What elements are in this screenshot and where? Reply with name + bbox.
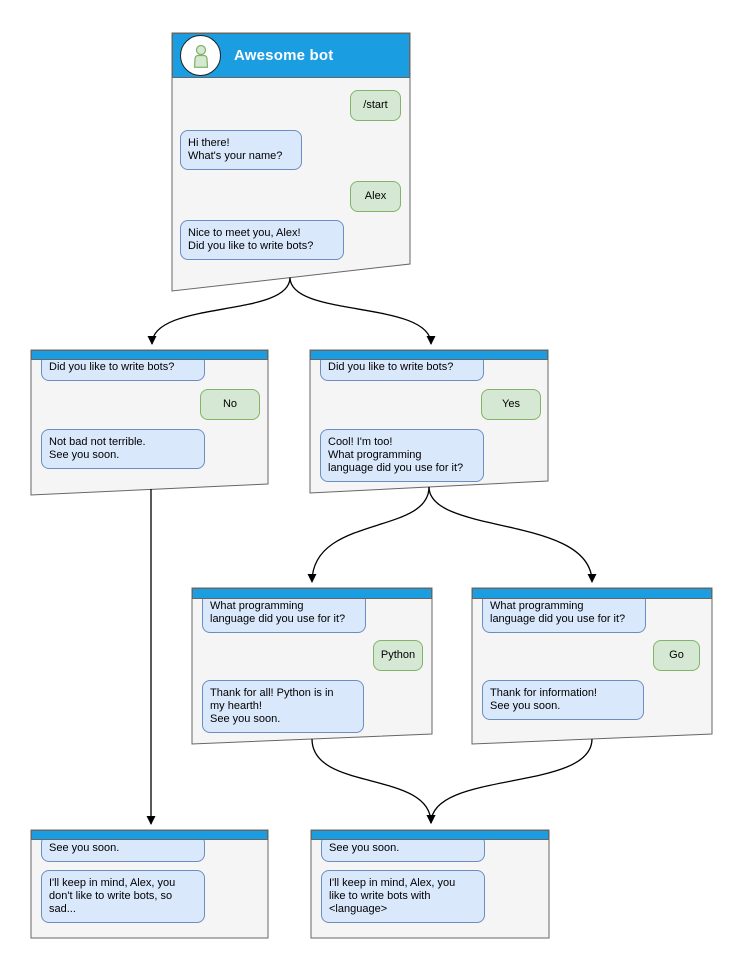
- connector-yes-to-go: [428, 486, 597, 583]
- bot-message-bubble: What programming language did you use fo…: [482, 593, 646, 633]
- connector-start-to-yes: [289, 277, 436, 345]
- user-message-bubble: Alex: [350, 181, 401, 212]
- chat-window-header: [472, 588, 712, 599]
- chat-window-header: [311, 830, 549, 840]
- chat-window-branch-yes: Did you like to write bots? Yes Cool! I'…: [310, 350, 548, 493]
- bot-message-bubble: Not bad not terrible. See you soon.: [41, 429, 205, 469]
- bot-message-bubble: Cool! I'm too! What programming language…: [320, 429, 484, 482]
- chat-window-header: [31, 830, 268, 840]
- user-message-bubble: /start: [350, 90, 401, 121]
- chat-window-header: [31, 350, 268, 360]
- chat-window-branch-python: What programming language did you use fo…: [192, 588, 432, 744]
- bot-avatar-icon: [180, 35, 221, 76]
- bot-message-bubble: Thank for information! See you soon.: [482, 680, 644, 720]
- window-title: Awesome bot: [234, 47, 334, 64]
- chat-window-end-no: See you soon. I'll keep in mind, Alex, y…: [31, 830, 268, 938]
- connector-python-to-end: [311, 738, 436, 824]
- user-message-bubble: No: [200, 389, 260, 420]
- connector-go-to-end: [426, 738, 593, 824]
- bot-message-bubble: What programming language did you use fo…: [202, 593, 366, 633]
- chat-window-header: [310, 350, 548, 360]
- chat-window-branch-go: What programming language did you use fo…: [472, 588, 712, 744]
- chat-window-start: Awesome bot /start Hi there! What's your…: [172, 33, 410, 291]
- user-message-bubble: Python: [373, 640, 423, 671]
- chat-window-header: [192, 588, 432, 599]
- chat-window-end-language: See you soon. I'll keep in mind, Alex, y…: [311, 830, 549, 938]
- bot-message-bubble: Hi there! What's your name?: [180, 130, 302, 170]
- chat-window-branch-no: Did you like to write bots? No Not bad n…: [31, 350, 268, 495]
- bot-message-bubble: Thank for all! Python is in my hearth! S…: [202, 680, 364, 733]
- bot-message-bubble: I'll keep in mind, Alex, you like to wri…: [321, 870, 485, 923]
- user-message-bubble: Go: [653, 640, 700, 671]
- user-message-bubble: Yes: [481, 389, 541, 420]
- connector-yes-to-python: [307, 486, 430, 583]
- chat-window-header: Awesome bot: [172, 33, 410, 78]
- bot-message-bubble: I'll keep in mind, Alex, you don't like …: [41, 870, 205, 923]
- bot-message-bubble: Nice to meet you, Alex! Did you like to …: [180, 220, 344, 260]
- connector-start-to-no: [147, 277, 291, 345]
